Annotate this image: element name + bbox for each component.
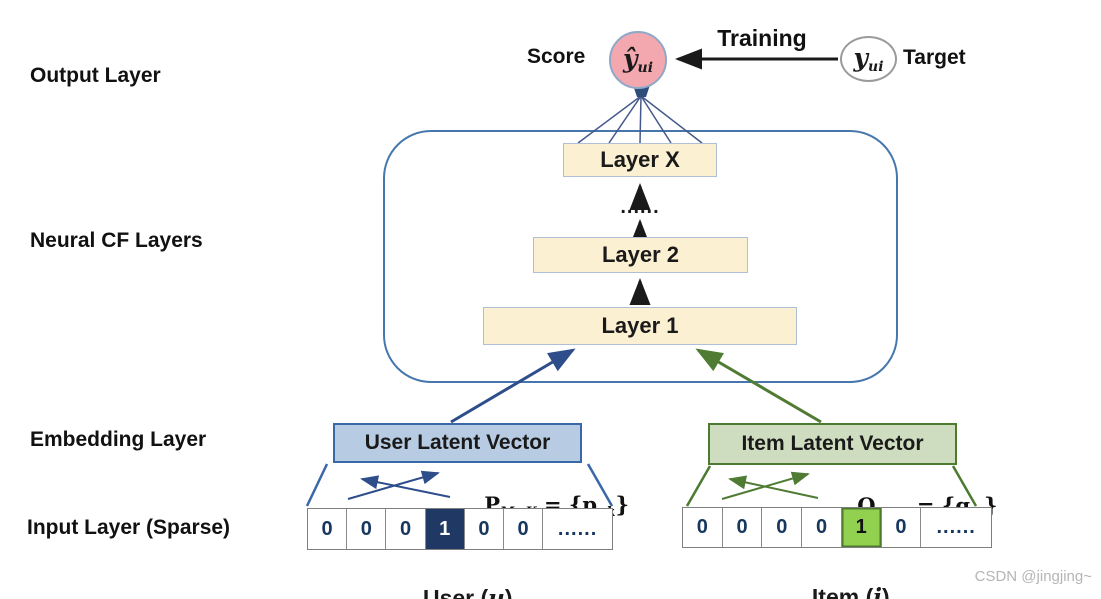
item-input-cell: 0 [801,508,841,547]
fan-line [577,95,642,144]
item-trapezoid-left-edge [685,465,712,507]
item-caption: Item (i) [758,557,918,599]
hidden-layers-ellipsis: ...... [620,196,660,218]
user-input-cell-active: 1 [424,509,464,549]
user-input-row: 0 0 0 1 0 0 ...... [307,508,613,550]
output-layer-label: Output Layer [30,64,161,87]
fan-line [640,95,672,144]
user-caption-close: ) [504,585,513,599]
watermark: CSDN @jingjing~ [974,568,1092,585]
training-label: Training [717,25,807,51]
user-trapezoid-right-edge [586,463,614,507]
item-input-cell: 0 [880,508,921,547]
layer-2-box: Layer 2 [533,237,748,273]
user-input-cell: 0 [463,509,503,549]
target-symbol: y [853,42,869,72]
user-input-cell: 0 [503,509,542,549]
item-input-row: 0 0 0 0 1 0 ...... [682,507,992,548]
item-lookup-arrow [721,471,810,500]
item-input-cell: 0 [761,508,801,547]
item-variable: i [873,584,882,599]
item-input-cell: 0 [696,516,708,538]
target-symbol-subscript: ui [868,58,884,75]
close-brace: } [615,492,630,517]
score-symbol-subscript: ui [637,59,654,76]
item-embedding-to-layer1-arrow [695,348,822,424]
item-input-cell-active: 1 [840,508,881,547]
fan-line [608,95,642,144]
user-caption-text: User ( [422,585,489,599]
layer-1-box: Layer 1 [483,307,797,345]
item-input-cell: 0 [721,508,762,547]
target-node: yui [840,36,897,82]
item-latent-vector-box: Item Latent Vector [708,423,957,465]
item-caption-close: ) [881,584,890,599]
input-layer-label: Input Layer (Sparse) [27,516,231,539]
user-caption: User (u) [375,558,535,599]
score-node: ŷui [609,31,667,89]
user-input-cell: 0 [321,517,333,540]
user-lookup-arrow [347,470,440,500]
item-caption-text: Item ( [811,584,874,599]
user-input-cell: 0 [385,509,424,549]
user-latent-vector-box: User Latent Vector [333,423,582,463]
score-symbol: ŷ [622,43,638,73]
item-lookup-arrow [728,475,819,499]
user-lookup-arrow [360,475,451,498]
item-trapezoid-right-edge [951,465,978,507]
embedding-layer-label: Embedding Layer [30,428,207,451]
item-input-cell-ellipsis: ...... [920,508,991,547]
score-label: Score [527,45,586,68]
fan-line [640,95,703,144]
user-embedding-to-layer1-arrow [450,348,576,424]
target-label: Target [903,46,966,69]
fan-line [639,95,642,144]
user-trapezoid-left-edge [305,463,329,507]
user-input-cell-ellipsis: ...... [542,509,612,549]
layer-x-box: Layer X [563,143,717,177]
user-variable: u [488,585,505,599]
user-input-cell: 0 [346,509,385,549]
neural-cf-layers-label: Neural CF Layers [30,229,203,252]
